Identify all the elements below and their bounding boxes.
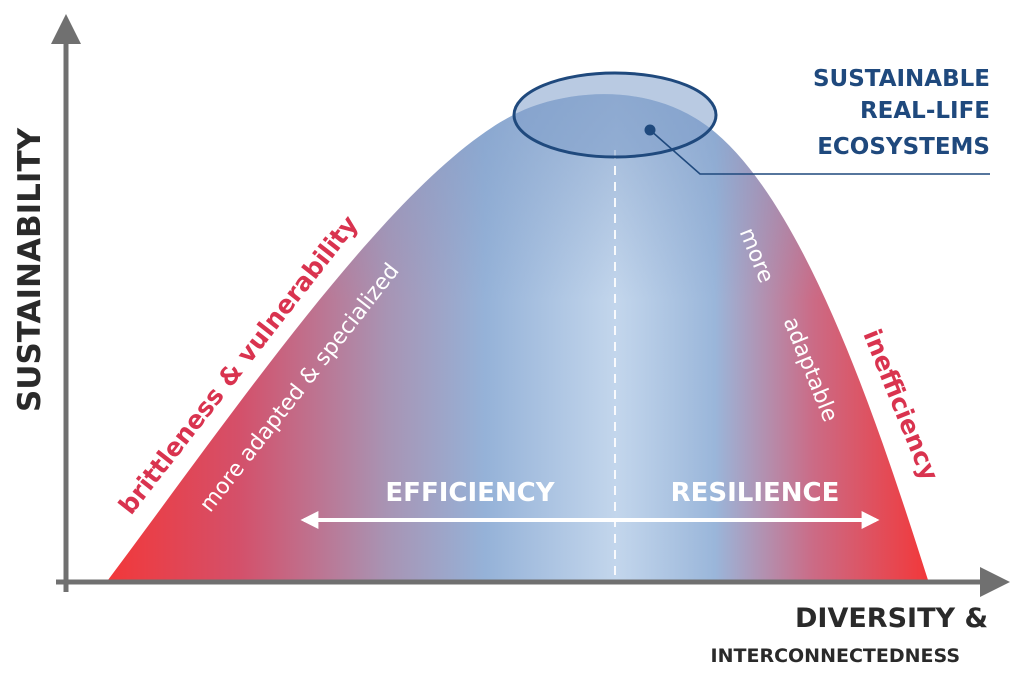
efficiency-label: EFFICIENCY <box>385 478 555 508</box>
resilience-label: RESILIENCE <box>671 478 840 508</box>
callout-line-2: REAL-LIFE <box>860 98 990 124</box>
y-axis-label: SUSTAINABILITY <box>12 127 48 412</box>
peak-shade <box>108 94 928 581</box>
callout-line-3: ECOSYSTEMS <box>817 134 990 160</box>
x-axis-label-line-1: DIVERSITY & <box>795 603 988 634</box>
x-axis-label-line-2: INTERCONNECTEDNESS <box>711 645 960 667</box>
callout-line-1: SUSTAINABLE <box>813 66 990 92</box>
callout-leader-line <box>649 129 990 175</box>
peak-ellipse <box>512 71 718 159</box>
